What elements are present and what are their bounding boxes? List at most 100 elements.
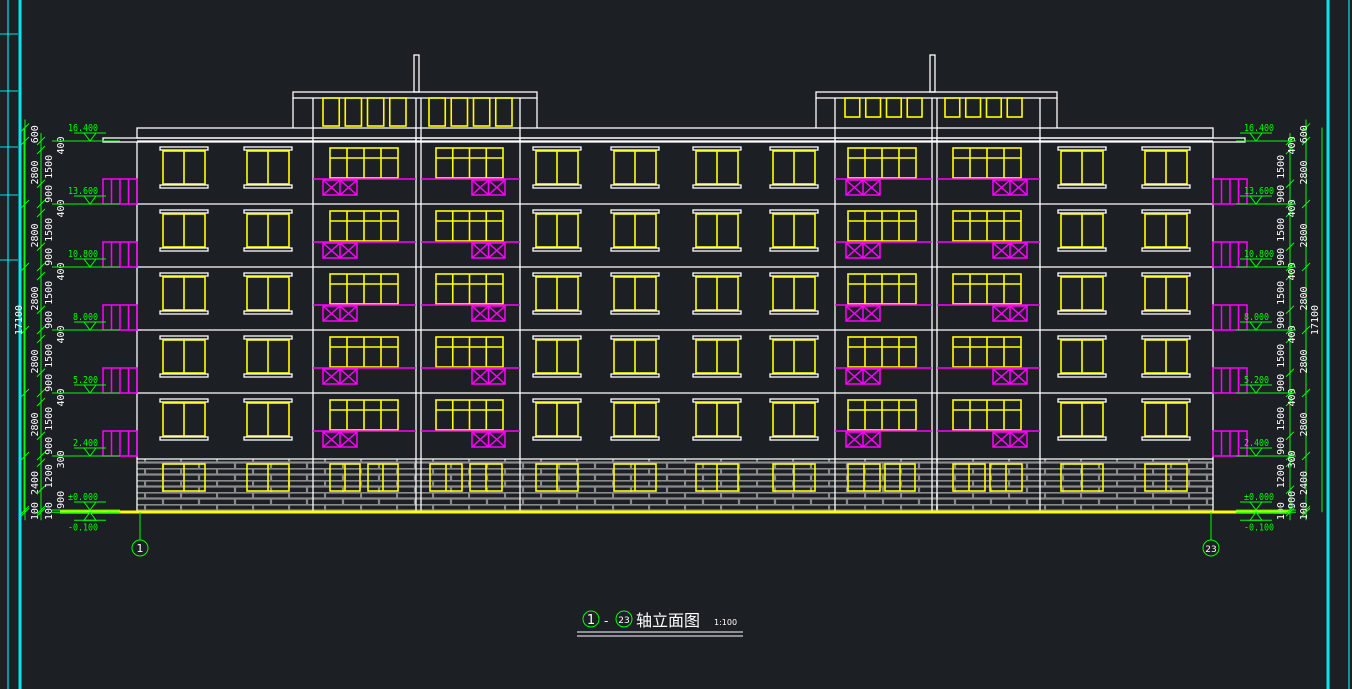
level-label: ±0.000 [68, 492, 98, 503]
window-head [769, 209, 819, 214]
line [862, 179, 881, 196]
window-sill [692, 247, 742, 252]
dim-tick [1301, 262, 1311, 272]
dim-tick [36, 325, 46, 335]
dim-tick [1301, 505, 1311, 515]
window-head [243, 335, 293, 340]
line [322, 305, 341, 322]
dimension-text: 2800 [1299, 160, 1310, 184]
dimension-text: 100 [44, 502, 55, 520]
line [1009, 431, 1028, 448]
window-head [692, 335, 742, 340]
dimension-text: 1500 [44, 281, 55, 305]
roof-cornice [136, 127, 1214, 139]
dimension-text: 2800 [1299, 412, 1310, 436]
window-sill [610, 436, 660, 441]
dim-tick [1285, 242, 1295, 252]
clerestory-window [344, 97, 363, 127]
building-elevation [60, 54, 1290, 514]
dimension-text: 400 [1287, 199, 1298, 217]
dimension-text: 400 [1287, 136, 1298, 154]
dimension-text: 1500 [44, 344, 55, 368]
window-sill [243, 247, 293, 252]
line [1009, 179, 1028, 196]
dim-tick [36, 136, 46, 146]
level-label: 10.800 [68, 249, 98, 260]
window-sill [532, 436, 582, 441]
window-sill [692, 310, 742, 315]
overall-height-right: 17100 [1310, 305, 1321, 335]
dimension-text: 600 [30, 125, 41, 143]
line [845, 431, 864, 448]
level-label: 8.000 [73, 312, 98, 323]
dim-tick [1285, 397, 1295, 407]
dimension-annotations: 1002400280028002800280028006001009001200… [14, 119, 1323, 533]
window-head [243, 146, 293, 151]
brick-plinth [137, 459, 1213, 511]
dim-tick [36, 397, 46, 407]
line [862, 242, 881, 259]
window-sill [159, 184, 209, 189]
window-sill [1141, 310, 1191, 315]
window-sill [1141, 247, 1191, 252]
dimension-text: 100 [1276, 502, 1287, 520]
dim-tick [36, 305, 46, 315]
line [339, 431, 358, 448]
line [1009, 368, 1028, 385]
clerestory-window [494, 97, 513, 127]
line [992, 242, 1011, 259]
dimension-text: 1500 [1276, 407, 1287, 431]
dim-tick [36, 451, 46, 461]
dimension-text: 2800 [30, 412, 41, 436]
dim-tick [36, 507, 46, 517]
clerestory-window [366, 97, 385, 127]
level-triangle [83, 384, 97, 394]
clerestory-window [944, 97, 961, 118]
level-label: 5.200 [1244, 375, 1269, 386]
window-head [610, 398, 660, 403]
dim-tick [36, 388, 46, 398]
dim-tick [36, 505, 46, 515]
dimension-text: 900 [44, 374, 55, 392]
window-head [1141, 335, 1191, 340]
dimension-text: 2800 [30, 286, 41, 310]
dimension-text: 1500 [1276, 218, 1287, 242]
dimension-text: 1500 [44, 155, 55, 179]
window-head [159, 398, 209, 403]
dimension-text: 400 [56, 136, 67, 154]
clerestory-window [388, 97, 407, 127]
window-head [610, 272, 660, 277]
dimension-text: 900 [44, 311, 55, 329]
dimension-text: 900 [1276, 311, 1287, 329]
window-head [159, 272, 209, 277]
window-sill [1141, 184, 1191, 189]
dim-tick [20, 505, 30, 515]
dimension-text: 1500 [1276, 155, 1287, 179]
clerestory-window [1006, 97, 1023, 118]
dimension-text: 900 [1276, 374, 1287, 392]
roof-mast [929, 54, 936, 93]
line [487, 242, 506, 259]
level-triangle [83, 132, 97, 142]
roof-mast [413, 54, 420, 93]
stair-tower-roof [815, 91, 1058, 99]
window-sill [532, 247, 582, 252]
dimension-text: 900 [1287, 491, 1298, 509]
level-triangle [83, 195, 97, 205]
window-head [1057, 272, 1107, 277]
dimension-text: 1500 [1276, 344, 1287, 368]
window-head [692, 398, 742, 403]
dim-tick [1301, 123, 1311, 132]
window-sill [692, 184, 742, 189]
line [322, 431, 341, 448]
dimension-text: 1200 [1276, 464, 1287, 488]
dim-tick [20, 199, 30, 209]
level-label: 16.400 [1244, 123, 1274, 134]
dim-tick [1285, 458, 1295, 468]
level-label: -0.100 [68, 522, 98, 533]
window-sill [159, 310, 209, 315]
dim-tick [1301, 136, 1311, 146]
window-sill [243, 310, 293, 315]
level-label: ±0.000 [1244, 492, 1274, 503]
line [862, 368, 881, 385]
